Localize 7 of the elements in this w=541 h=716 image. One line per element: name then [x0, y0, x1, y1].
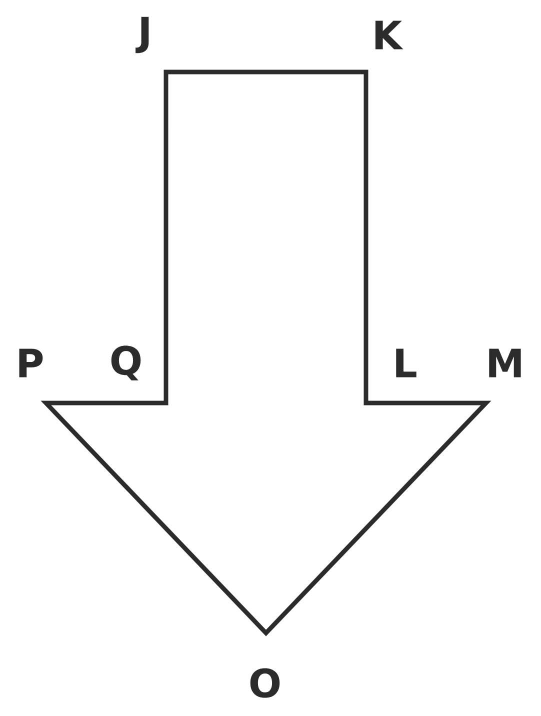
vertex-label: Q [111, 346, 141, 380]
vertex-label: M [489, 348, 521, 378]
vertex-label: L [396, 348, 416, 378]
vertex-label: O [250, 668, 280, 698]
vertex-label: J [136, 16, 149, 54]
vertex-label: K [375, 20, 404, 50]
vertex-label: P [19, 348, 43, 378]
